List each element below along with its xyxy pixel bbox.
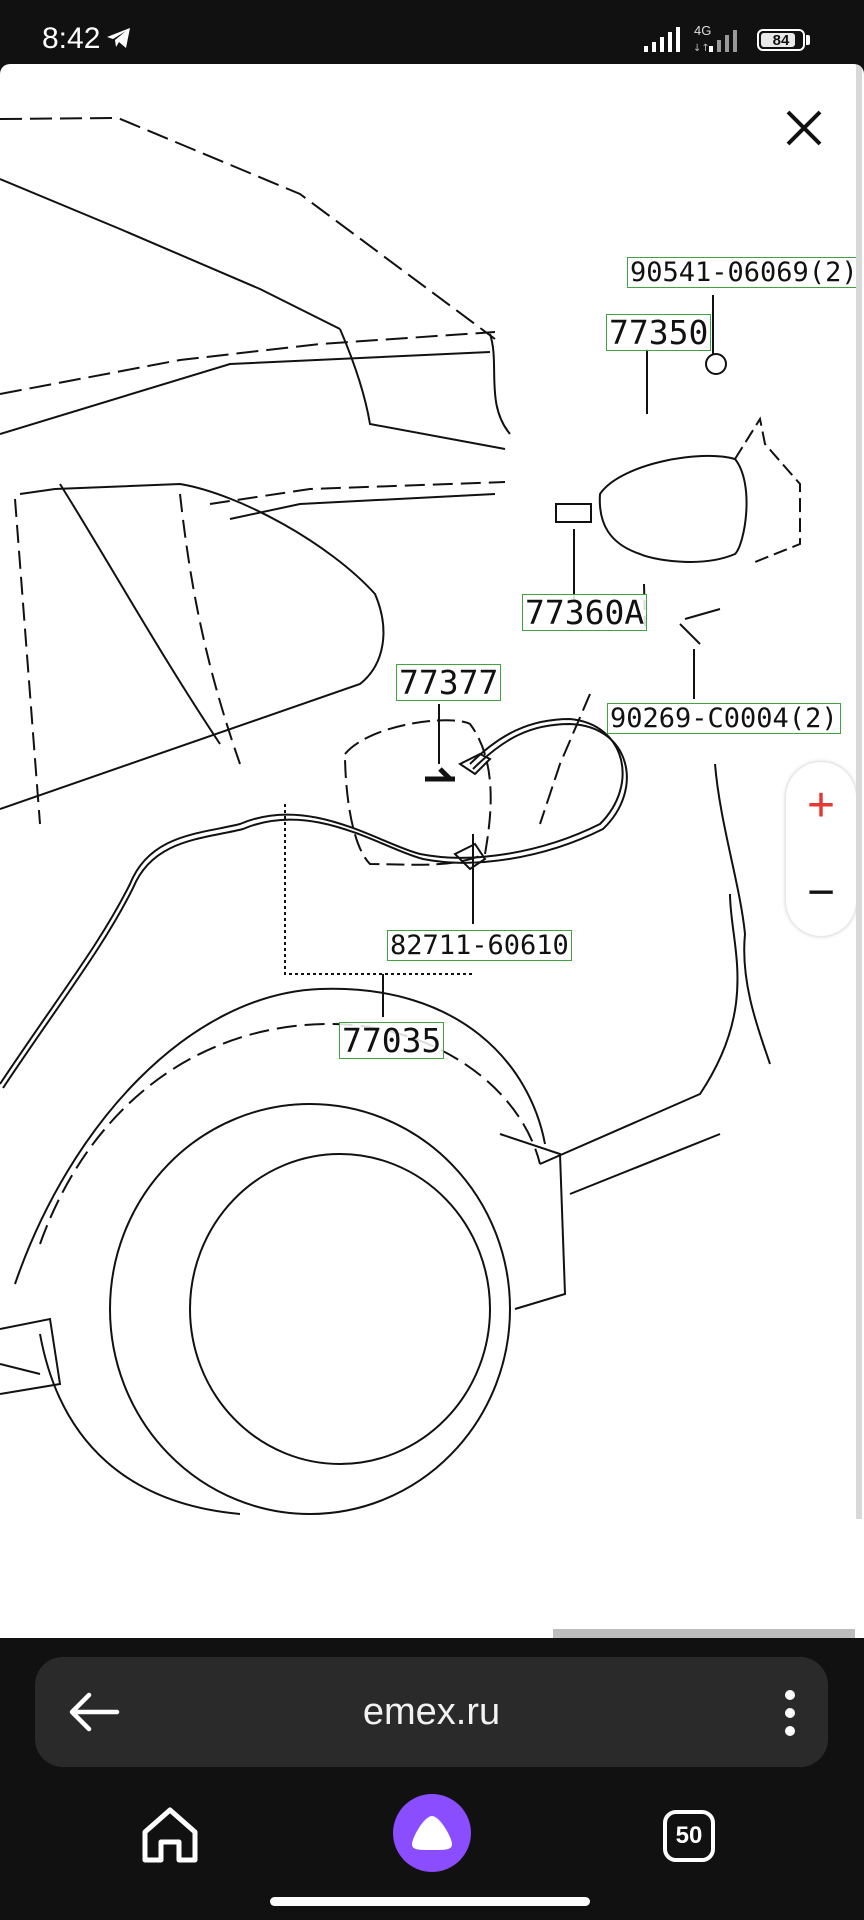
part-label-77377[interactable]: 77377 bbox=[396, 664, 502, 701]
signal-icon bbox=[644, 27, 680, 52]
part-label-77360a[interactable]: 77360A bbox=[522, 594, 648, 631]
network-type-label: 4G bbox=[694, 23, 712, 38]
part-label-77035[interactable]: 77035 bbox=[339, 1022, 445, 1059]
status-bar: 8:42 4G ↓↑ 84 bbox=[0, 0, 864, 64]
gesture-bar[interactable] bbox=[270, 1897, 590, 1906]
signal-icon-secondary: ↓↑ bbox=[693, 30, 737, 52]
arrow-left-icon bbox=[69, 1692, 120, 1732]
part-label-77350[interactable]: 77350 bbox=[606, 314, 712, 351]
close-icon bbox=[786, 110, 822, 146]
part-label-82711-60610[interactable]: 82711-60610 bbox=[387, 930, 572, 961]
telegram-icon bbox=[107, 28, 130, 48]
zoom-out-icon: − bbox=[806, 865, 836, 919]
image-viewer[interactable]: 90541-06069(2) 77350 77360A 77377 90269-… bbox=[0, 64, 864, 1638]
zoom-in-icon: + bbox=[806, 778, 836, 832]
battery-icon: 84 bbox=[757, 29, 805, 51]
url-text[interactable]: emex.ru bbox=[362, 1690, 501, 1733]
alice-assistant-button[interactable] bbox=[393, 1794, 471, 1872]
back-button[interactable] bbox=[65, 1687, 125, 1737]
zoom-in-button[interactable]: + bbox=[786, 762, 856, 849]
part-label-90541-06069[interactable]: 90541-06069(2) bbox=[627, 257, 861, 288]
zoom-control: + − bbox=[786, 762, 856, 936]
battery-level-fill bbox=[761, 33, 795, 47]
home-icon bbox=[142, 1807, 198, 1863]
tabs-button[interactable]: 50 bbox=[663, 1810, 715, 1862]
close-button[interactable] bbox=[776, 100, 832, 156]
parts-diagram[interactable] bbox=[0, 64, 864, 1638]
alice-icon bbox=[412, 1816, 452, 1850]
part-label-90269-c0004[interactable]: 90269-C0004(2) bbox=[607, 703, 841, 734]
bottom-navigation: 50 bbox=[0, 1780, 864, 1900]
horizontal-scrollbar[interactable] bbox=[553, 1629, 855, 1638]
more-menu-button[interactable] bbox=[775, 1689, 805, 1737]
address-bar[interactable]: emex.ru bbox=[35, 1657, 828, 1767]
vertical-scrollbar[interactable] bbox=[856, 64, 862, 1519]
zoom-out-button[interactable]: − bbox=[786, 849, 856, 936]
svg-text:↓↑: ↓↑ bbox=[693, 43, 710, 52]
battery-tip bbox=[806, 35, 810, 45]
more-vertical-icon bbox=[785, 1690, 795, 1736]
status-time: 8:42 bbox=[42, 22, 101, 55]
battery-percent: 84 bbox=[772, 31, 790, 49]
home-button[interactable] bbox=[135, 1800, 205, 1870]
